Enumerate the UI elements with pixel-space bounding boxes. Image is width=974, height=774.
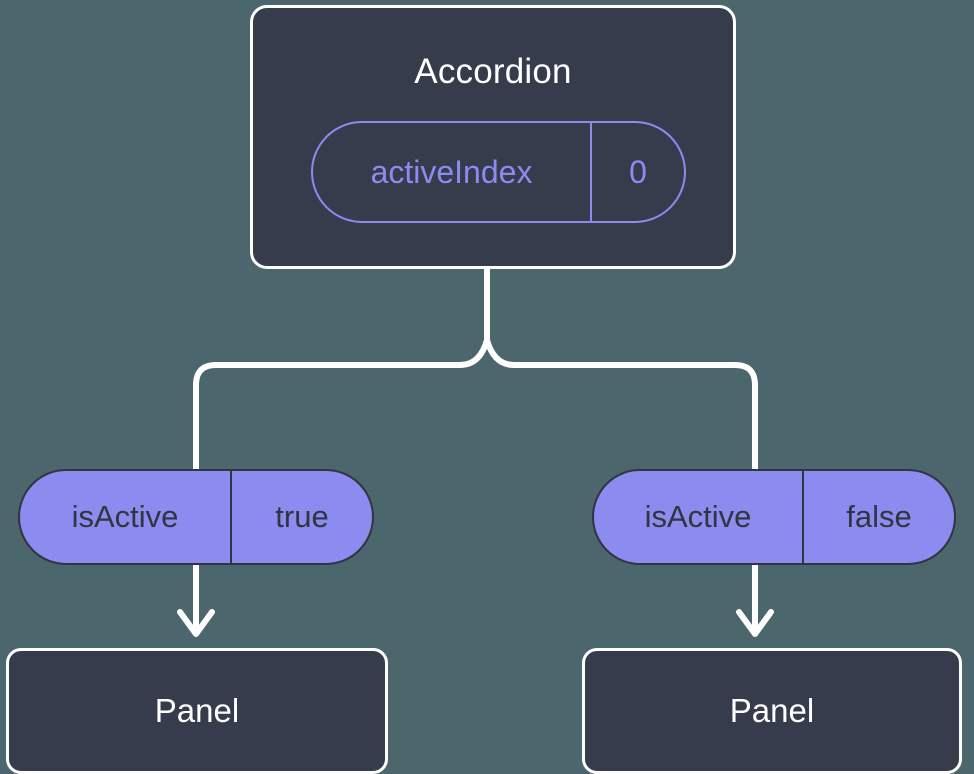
connector-right-arrow-head xyxy=(736,609,774,637)
state-capsule-activeindex[interactable]: activeIndex 0 xyxy=(311,121,686,223)
leaf-node-title: Panel xyxy=(729,692,815,729)
root-node-accordion[interactable]: Accordion activeIndex 0 xyxy=(250,5,736,269)
leaf-node-panel-right[interactable]: Panel xyxy=(582,648,962,774)
connector-left-arrow-head xyxy=(177,609,215,637)
leaf-node-title: Panel xyxy=(154,692,240,729)
state-capsule-key: activeIndex xyxy=(313,123,592,221)
prop-pill-value: true xyxy=(275,499,329,534)
prop-pill-isactive-false[interactable]: isActive false xyxy=(592,469,956,565)
prop-pill-isactive-true[interactable]: isActive true xyxy=(18,469,374,565)
root-node-title: Accordion xyxy=(414,52,572,91)
state-capsule-value: 0 xyxy=(629,153,647,190)
prop-pill-key: isActive xyxy=(20,471,232,563)
leaf-node-panel-left[interactable]: Panel xyxy=(6,648,388,774)
connector-branch-bus xyxy=(193,337,758,472)
prop-pill-key: isActive xyxy=(594,471,804,563)
prop-pill-value: false xyxy=(846,499,912,534)
